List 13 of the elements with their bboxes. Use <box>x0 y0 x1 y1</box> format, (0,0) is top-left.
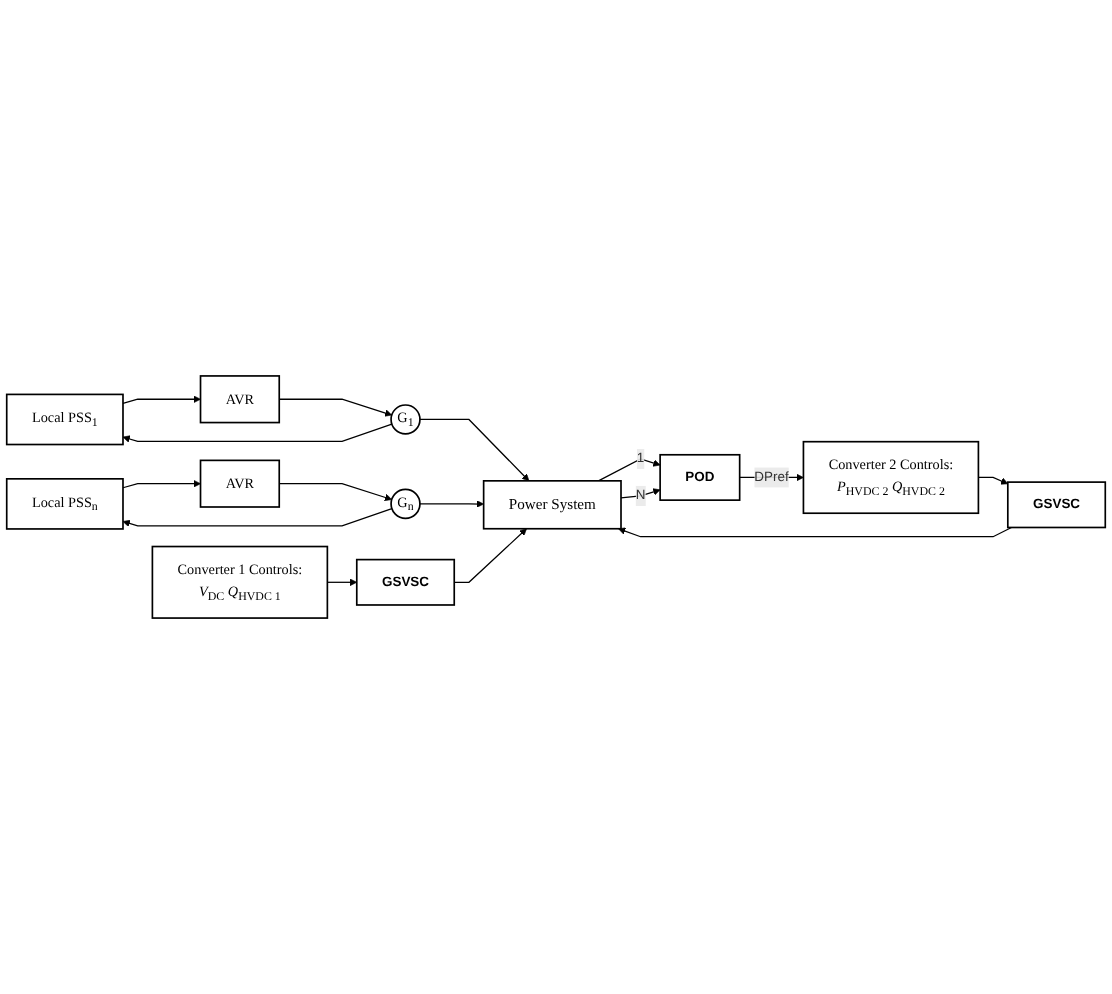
arrow <box>122 508 393 527</box>
arrow <box>122 395 201 404</box>
arrow <box>122 480 201 489</box>
arrow <box>278 483 393 501</box>
arrow <box>122 423 393 443</box>
arrow <box>597 458 661 482</box>
arrow <box>419 500 484 508</box>
arrow <box>977 476 1009 485</box>
arrow <box>278 398 393 417</box>
arrow <box>326 578 358 586</box>
arrow <box>453 528 527 583</box>
arrow <box>419 418 530 482</box>
arrow <box>618 526 1013 538</box>
